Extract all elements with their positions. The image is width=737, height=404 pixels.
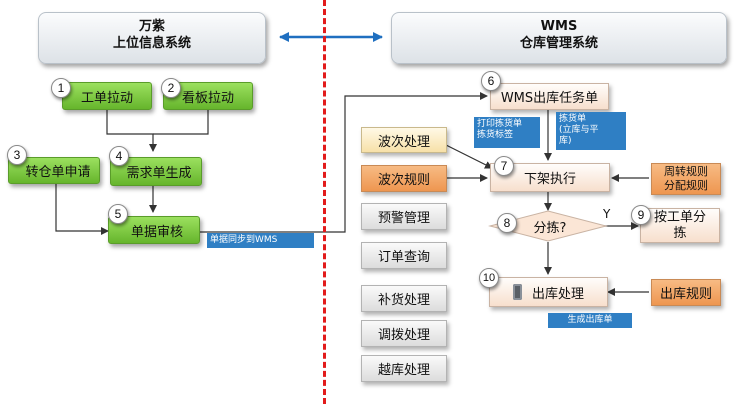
step-number-badge: 2: [161, 78, 181, 98]
node-sort-by-work-order: 按工单分 拣: [640, 208, 720, 243]
yes-label: Y: [603, 207, 611, 221]
node-label: 转仓单申请: [25, 165, 91, 180]
node-label: 出库处理: [531, 286, 584, 302]
sync-to-wms-note: 单据同步到WMS: [207, 233, 314, 248]
side-item-warning-management[interactable]: 预警管理: [361, 203, 447, 230]
node-label: 工单拉动: [80, 90, 133, 106]
step-number-badge: 8: [497, 213, 517, 233]
step-number-badge: 7: [494, 156, 514, 176]
right-system-name: WMS: [540, 19, 578, 34]
side-item-transfer[interactable]: 调拨处理: [361, 320, 447, 347]
line-n3-n5: [55, 184, 109, 235]
left-system-header: 万紫 上位信息系统: [38, 12, 266, 64]
node-wms-outbound-task: WMS出库任务单: [490, 83, 609, 110]
node-work-order-pull: 工单拉动: [62, 82, 152, 110]
note-line: (立库与平: [559, 125, 599, 135]
side-item-cross-dock[interactable]: 越库处理: [361, 355, 447, 382]
right-system-header: WMS 仓库管理系统: [391, 12, 727, 64]
generate-outbound-note: 生成出库单: [548, 313, 632, 328]
node-label: 看板拉动: [181, 90, 234, 106]
left-system-subtitle: 上位信息系统: [112, 36, 191, 51]
line-n1-n4: [106, 110, 157, 152]
left-system-name: 万紫: [138, 19, 165, 34]
pick-list-note: 拣货单 (立库与平 库): [556, 112, 626, 150]
node-outbound-processing: 出库处理: [489, 277, 608, 307]
side-item-wave-rule[interactable]: 波次规则: [361, 165, 447, 192]
side-item-replenishment[interactable]: 补货处理: [361, 285, 447, 312]
system-divider: [323, 0, 326, 404]
outbound-rule[interactable]: 出库规则: [651, 279, 721, 306]
note-line: 打印拣货单: [477, 119, 523, 129]
step-number-badge: 10: [479, 268, 499, 288]
step-number-badge: 9: [631, 205, 651, 225]
rule-line: 周转规则: [664, 165, 708, 178]
turnover-allocation-rule[interactable]: 周转规则 分配规则: [651, 163, 721, 195]
note-line: 拣货单: [559, 114, 587, 124]
node-label: WMS出库任务单: [500, 91, 599, 106]
scanner-icon: [512, 284, 522, 300]
node-label: 需求单生成: [126, 166, 192, 181]
right-system-subtitle: 仓库管理系统: [519, 36, 598, 51]
note-line: 拣货标签: [477, 130, 514, 140]
step-number-badge: 5: [108, 204, 128, 224]
decision-label: 分拣?: [533, 221, 567, 236]
step-number-badge: 1: [51, 78, 71, 98]
node-label: 单据审核: [130, 224, 183, 240]
note-line: 库): [559, 136, 572, 146]
side-item-wave-processing[interactable]: 波次处理: [361, 127, 447, 153]
line-n2-n4: [153, 110, 209, 135]
node-label: 下架执行: [523, 172, 576, 187]
step-number-badge: 4: [109, 146, 129, 166]
step-number-badge: 3: [7, 145, 27, 165]
line-n5-n6: [200, 92, 488, 233]
side-item-order-query[interactable]: 订单查询: [361, 242, 447, 269]
step-number-badge: 6: [481, 71, 501, 91]
decision-diamond: [488, 210, 608, 242]
rule-line: 分配规则: [664, 179, 708, 192]
node-label: 拣: [673, 225, 687, 241]
print-pick-note: 打印拣货单 拣货标签: [474, 117, 540, 148]
node-label: 按工单分: [653, 209, 706, 225]
